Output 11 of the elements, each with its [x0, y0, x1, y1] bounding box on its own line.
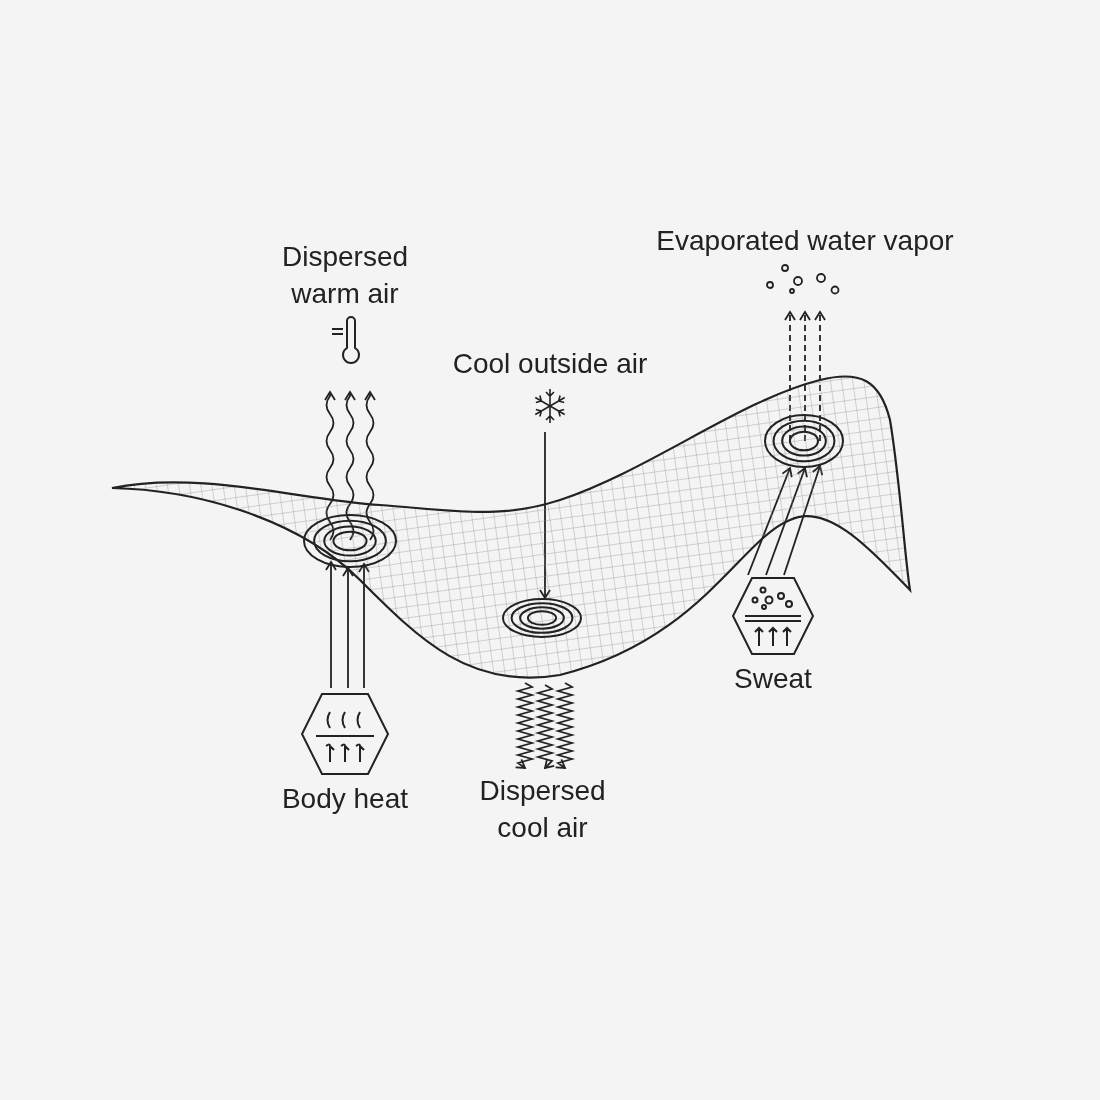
- caption-text: Dispersed cool air: [478, 774, 607, 845]
- arrow: [342, 567, 354, 689]
- arrow: [325, 561, 337, 689]
- caption-text: Dispersed warm air: [280, 240, 410, 311]
- caption-text: Cool outside air: [452, 347, 648, 381]
- zigzag-arrow: [554, 682, 576, 769]
- caption-text: Evaporated water vapor: [656, 224, 954, 258]
- zigzag-arrow: [534, 684, 556, 769]
- caption-text: Sweat: [734, 662, 812, 696]
- zigzag-arrow: [514, 682, 536, 769]
- caption-text: Body heat: [281, 782, 409, 816]
